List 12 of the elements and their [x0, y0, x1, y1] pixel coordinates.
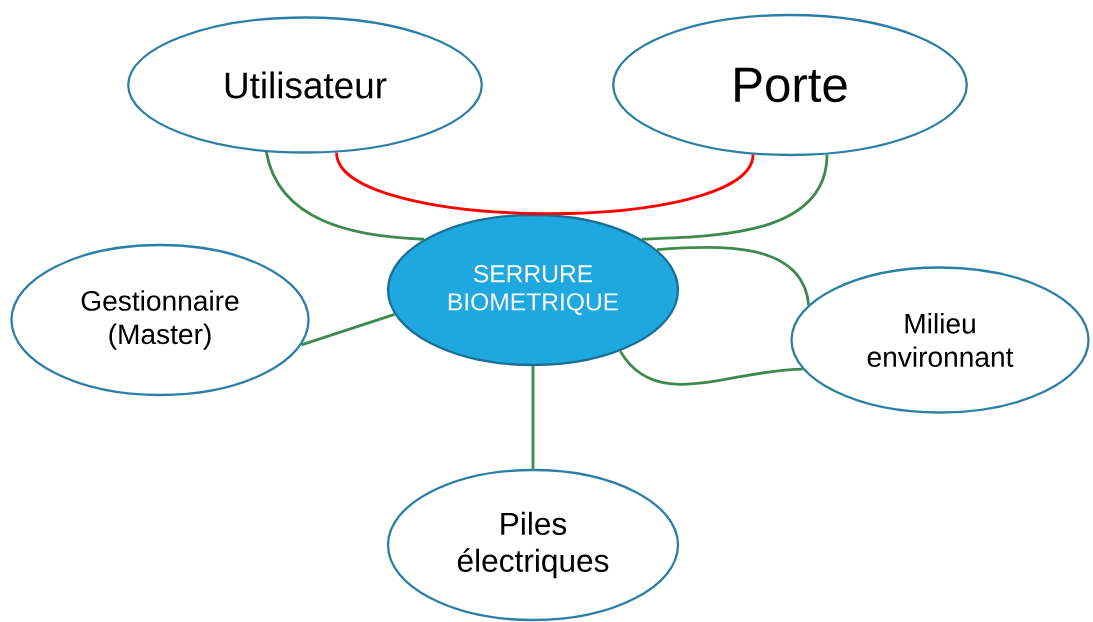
ellipse-node: Piles électriques: [386, 468, 680, 622]
connector-line: [264, 151, 425, 241]
connector-line: [531, 366, 535, 469]
connector-line: [656, 245, 810, 306]
connector-line: [641, 154, 829, 241]
ellipse-node: Milieu environnant: [790, 266, 1090, 414]
connector-line: [300, 313, 396, 347]
connector-line: [335, 152, 755, 215]
ellipse-node: Porte: [612, 13, 968, 157]
ellipse-node: Utilisateur: [127, 16, 483, 154]
ellipse-node: Gestionnaire (Master): [10, 243, 310, 397]
connector-line: [619, 350, 803, 386]
